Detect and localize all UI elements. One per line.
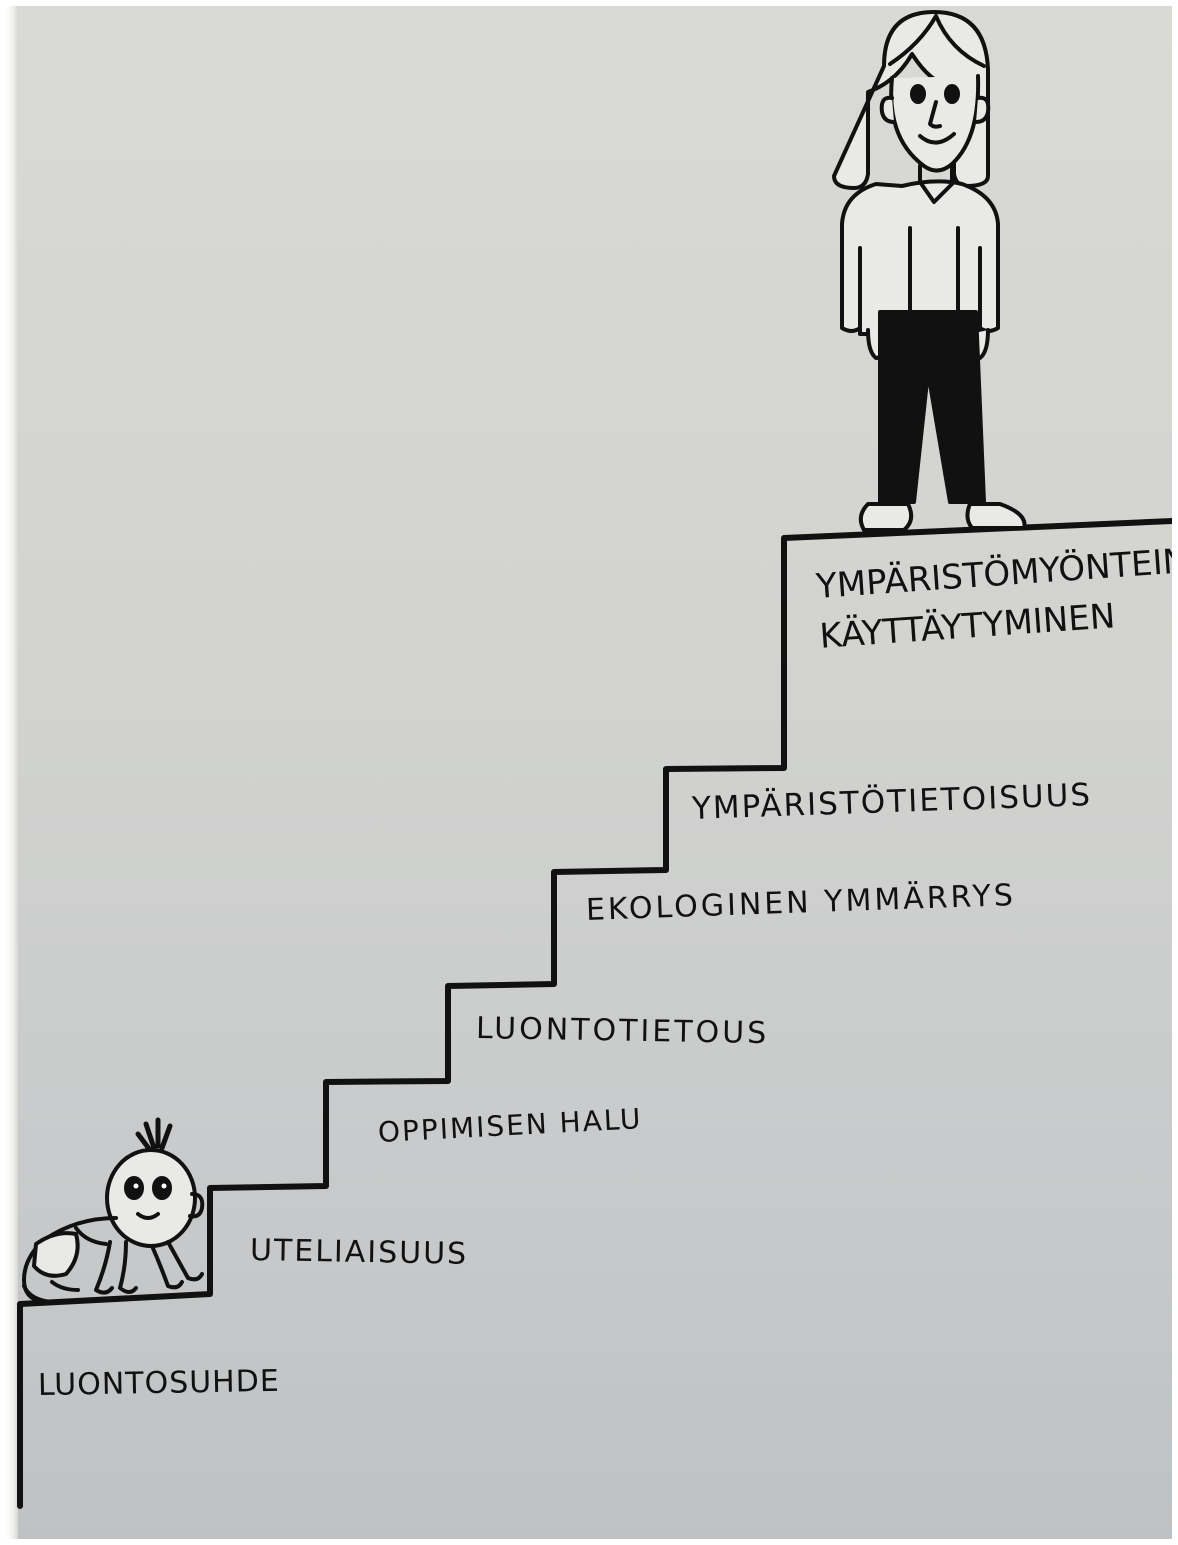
baby-illustration (22, 1117, 205, 1304)
paper-sheet: LUONTOSUHDE UTELIAISUUS OPPIMISEN HALU L… (6, 6, 1172, 1539)
step-label-luontosuhde: LUONTOSUHDE (37, 1363, 281, 1403)
step-label-uteliaisuus: UTELIAISUUS (249, 1233, 469, 1272)
staircase-line (17, 518, 1172, 1509)
staircase-drawing (17, 10, 1172, 1509)
paper-edge (6, 6, 18, 1539)
step-label-luontotietous: LUONTOTIETOUS (475, 1011, 770, 1052)
woman-illustration (832, 10, 1027, 532)
